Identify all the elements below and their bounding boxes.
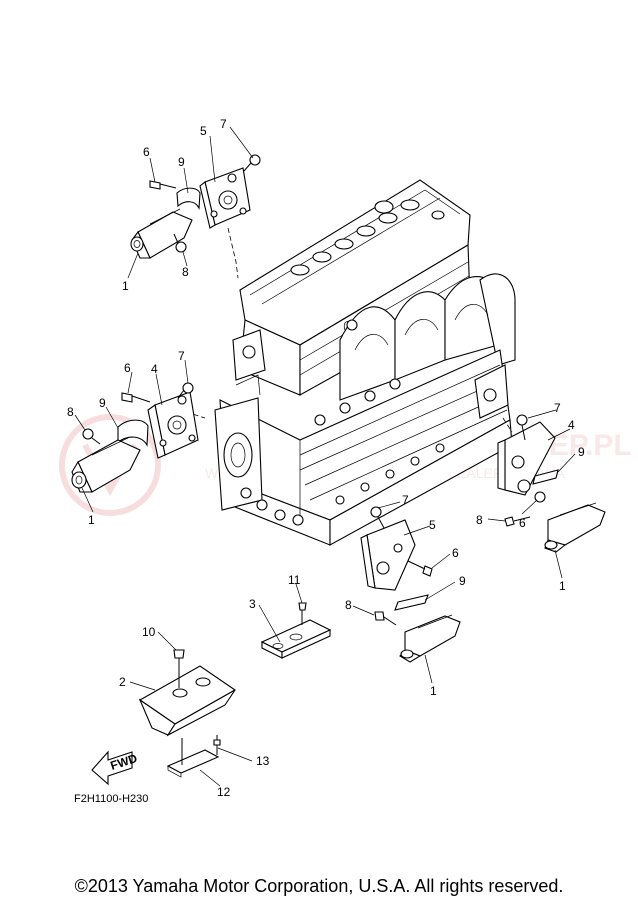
callout-7: 7 [402, 493, 409, 507]
callout-9: 9 [178, 155, 185, 169]
block-item-2 [138, 649, 237, 778]
callout-2: 2 [119, 675, 126, 689]
callout-5: 5 [429, 518, 436, 532]
callout-9: 9 [459, 574, 466, 588]
callout-1: 1 [122, 279, 129, 293]
mount-assembly-right [497, 414, 606, 553]
callout-10: 10 [142, 625, 156, 639]
pad-item-3 [260, 602, 332, 659]
callout-1: 1 [88, 513, 95, 527]
callout-4: 4 [568, 418, 575, 432]
mount-assembly-mid-left [71, 382, 199, 493]
callout-5: 5 [200, 124, 207, 138]
mount-assembly-upper-left [130, 154, 261, 259]
callout-7: 7 [220, 117, 227, 131]
callout-7: 7 [178, 349, 185, 363]
callout-13: 13 [256, 754, 270, 768]
callout-6: 6 [519, 516, 526, 530]
callout-8: 8 [182, 265, 189, 279]
engine-block [214, 179, 516, 546]
callout-8: 8 [476, 513, 483, 527]
mount-assembly-lower-center [360, 506, 461, 663]
callout-6: 6 [124, 361, 131, 375]
callout-4: 4 [151, 362, 158, 376]
callout-12: 12 [217, 785, 231, 799]
callout-9: 9 [578, 445, 585, 459]
diagram-reference-code: F2H1100-H230 [74, 793, 149, 805]
callout-8: 8 [67, 405, 74, 419]
callout-8: 8 [345, 598, 352, 612]
callout-6: 6 [452, 546, 459, 560]
copyright-notice: ©2013 Yamaha Motor Corporation, U.S.A. A… [74, 876, 564, 896]
callout-7: 7 [554, 401, 561, 415]
callout-1: 1 [430, 684, 437, 698]
fwd-direction-arrow: FWD [91, 750, 139, 786]
callout-labels: 1 1 1 1 2 3 4 4 5 5 6 6 6 6 7 7 7 7 8 8 … [67, 117, 585, 799]
callout-11: 11 [288, 573, 301, 587]
callout-3: 3 [249, 597, 256, 611]
callout-9: 9 [99, 396, 106, 410]
callout-1: 1 [559, 579, 566, 593]
leader-lines [74, 126, 576, 787]
callout-6: 6 [143, 145, 150, 159]
